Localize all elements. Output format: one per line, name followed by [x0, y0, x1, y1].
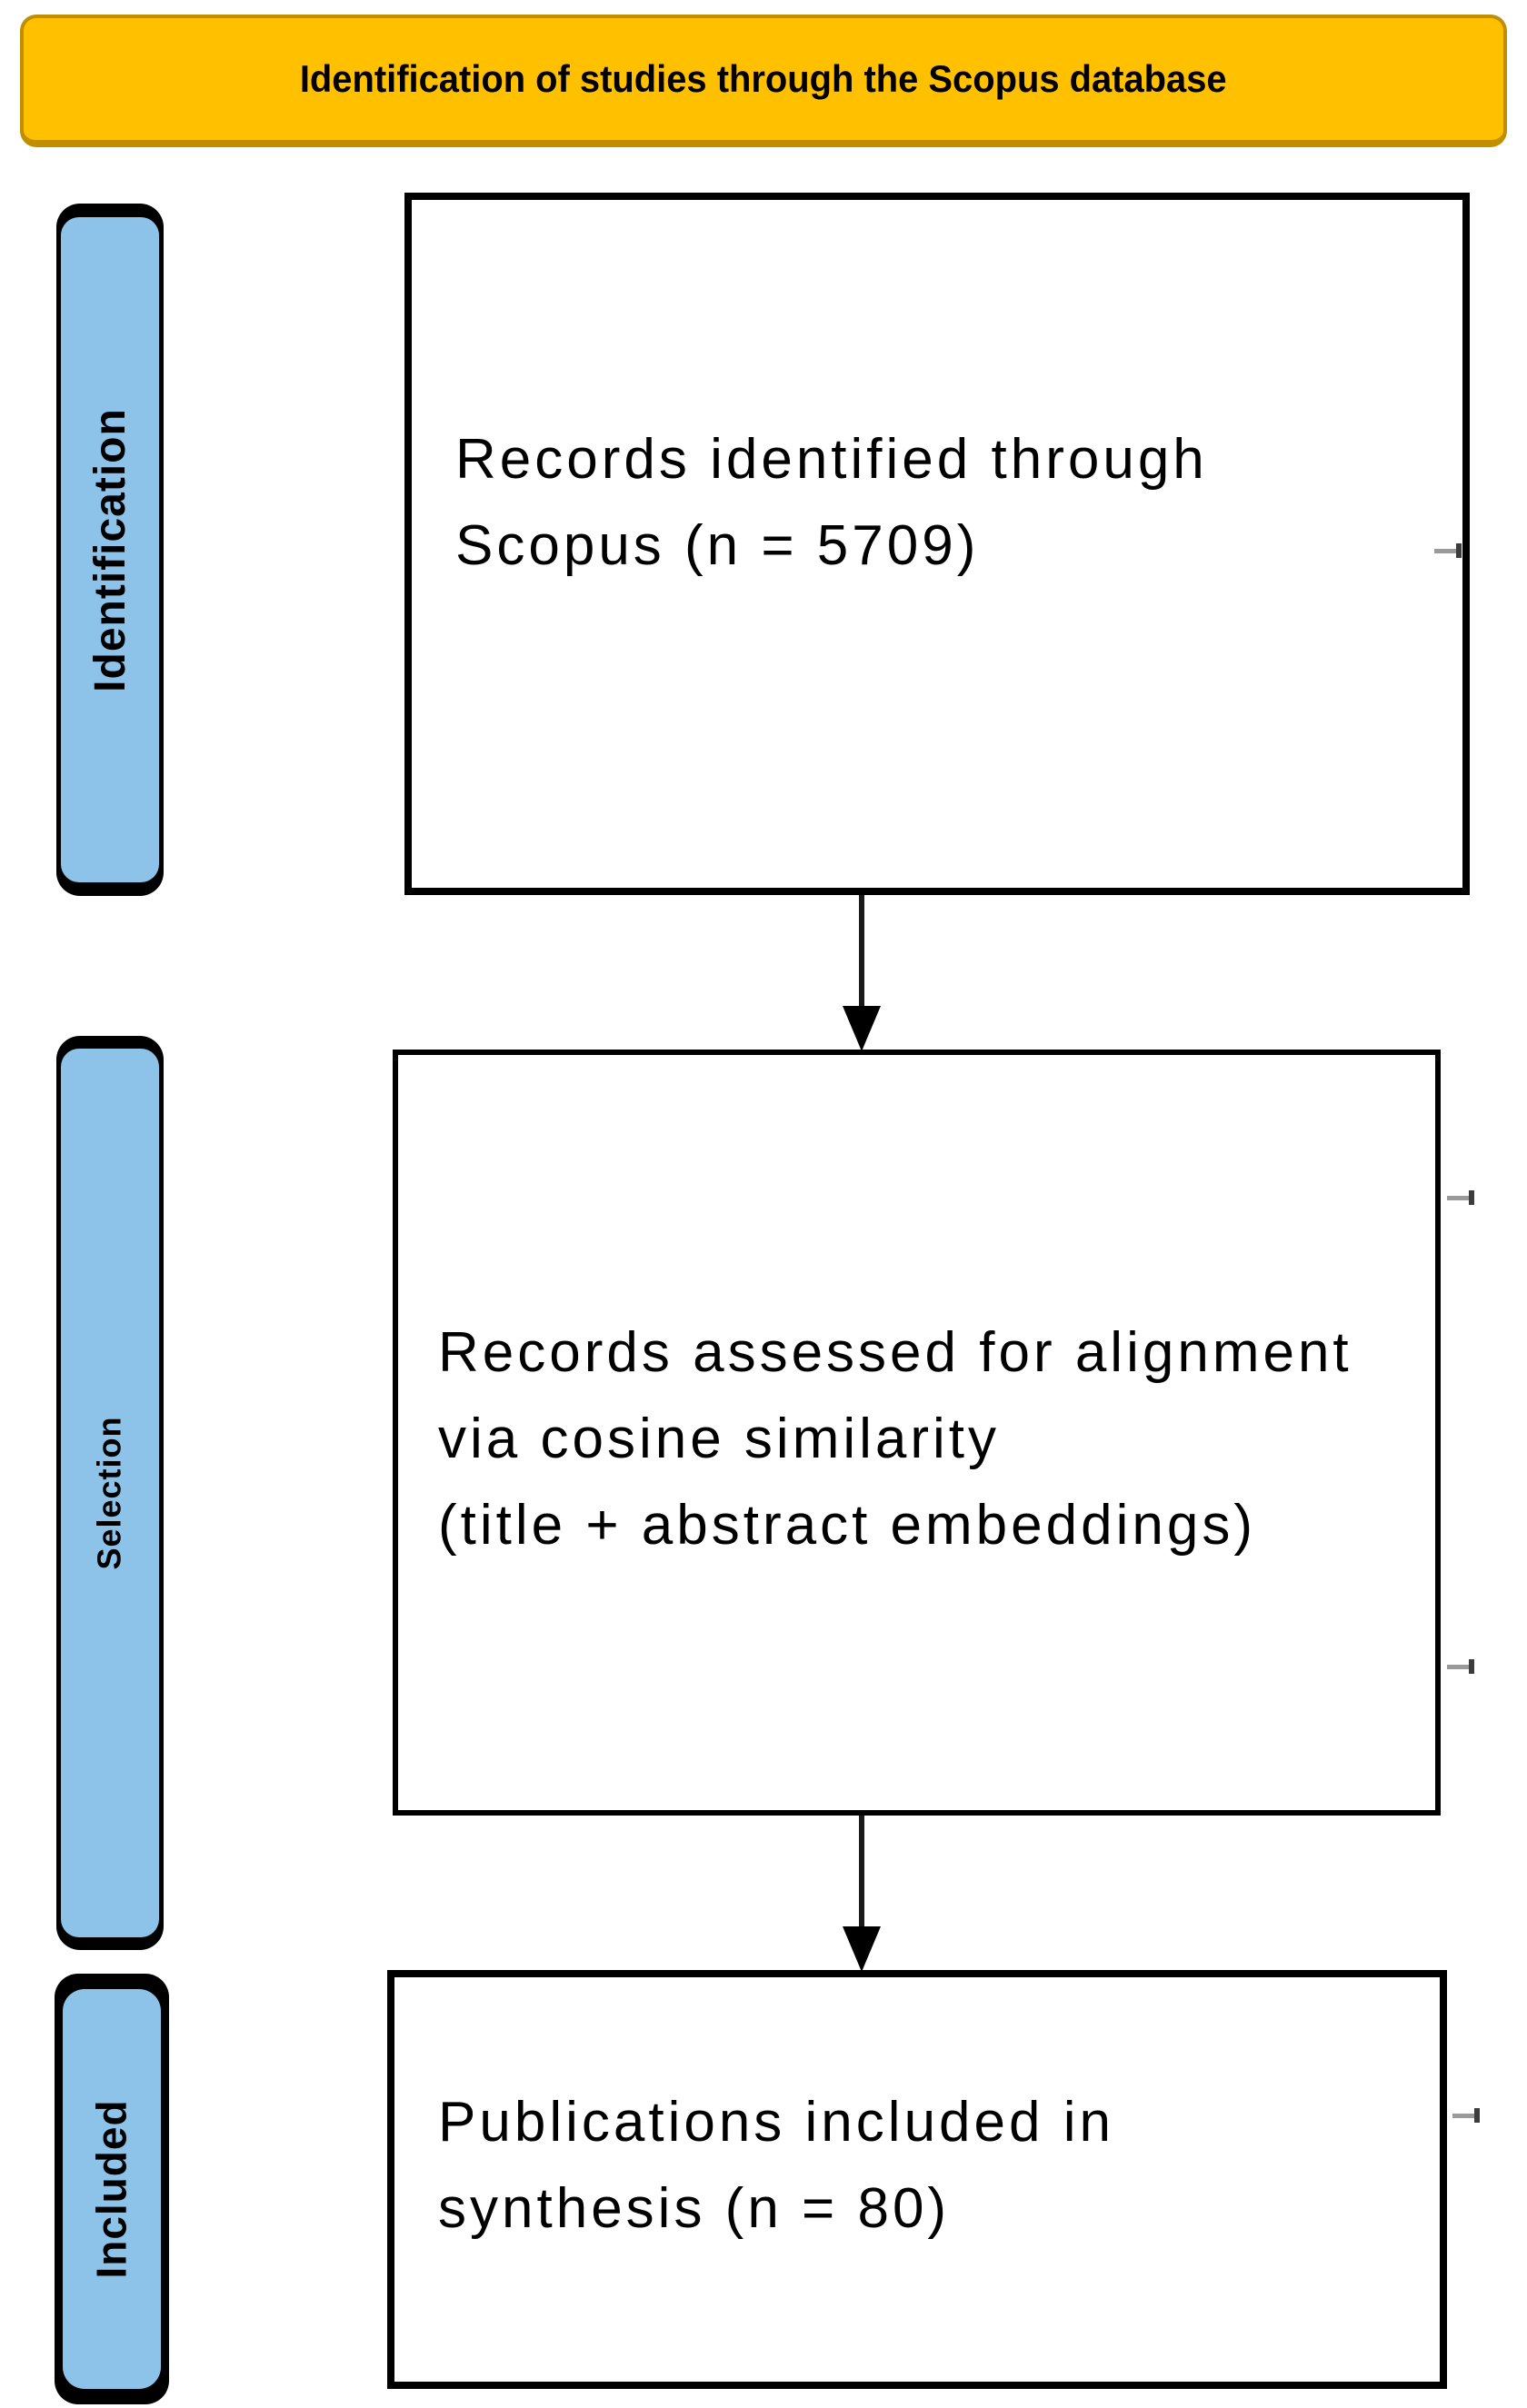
flow-box-records-assessed-line-3: (title + abstract embeddings): [438, 1494, 1256, 1557]
stage-label-included-text: Included: [88, 2099, 135, 2279]
anchor-mark-bar: [1447, 1665, 1469, 1669]
arrow-head-icon: [843, 1006, 881, 1051]
flow-box-records-assessed: Records assessed for alignment via cosin…: [393, 1050, 1441, 1816]
flow-box-records-identified-line-1: Records identified through: [455, 428, 1208, 491]
arrow-assessed-to-included: [842, 1816, 882, 1972]
flow-box-publications-included: Publications included in synthesis (n = …: [387, 1970, 1447, 2389]
anchor-mark-icon: [1434, 543, 1462, 558]
flow-box-publications-included-line-1: Publications included in: [438, 2091, 1114, 2154]
anchor-mark-nub: [1474, 2108, 1480, 2123]
stage-label-selection-body: Selection: [61, 1049, 159, 1937]
anchor-mark-icon: [1447, 1190, 1474, 1205]
header-title: Identification of studies through the Sc…: [300, 57, 1227, 100]
header-banner: Identification of studies through the Sc…: [20, 15, 1507, 147]
anchor-mark-nub: [1469, 1659, 1474, 1674]
flow-box-records-identified: Records identified through Scopus (n = 5…: [404, 193, 1470, 895]
anchor-mark-icon: [1452, 2108, 1480, 2123]
anchor-mark-bar: [1452, 2114, 1474, 2118]
anchor-mark-bar: [1447, 1196, 1469, 1200]
flow-box-records-assessed-line-2: via cosine similarity: [438, 1408, 1001, 1470]
flow-box-publications-included-line-2: synthesis (n = 80): [438, 2177, 951, 2240]
flow-box-records-assessed-line-1: Records assessed for alignment: [438, 1321, 1352, 1384]
anchor-mark-bar: [1434, 549, 1456, 553]
arrow-shaft: [859, 895, 864, 1013]
anchor-mark-nub: [1456, 543, 1462, 558]
arrow-records-to-assessed: [842, 895, 882, 1051]
stage-label-identification: Identification: [56, 204, 164, 896]
stage-label-selection: Selection: [56, 1036, 164, 1950]
arrow-head-icon: [843, 1926, 881, 1972]
arrow-shaft: [859, 1816, 864, 1934]
anchor-mark-nub: [1469, 1190, 1474, 1205]
anchor-mark-icon: [1447, 1659, 1474, 1674]
stage-label-identification-text: Identification: [85, 407, 135, 692]
stage-label-included-body: Included: [63, 1989, 161, 2389]
stage-label-selection-text: Selection: [91, 1416, 128, 1570]
stage-label-identification-body: Identification: [61, 217, 159, 882]
stage-label-included: Included: [55, 1974, 169, 2404]
flow-box-records-identified-line-2: Scopus (n = 5709): [455, 514, 980, 577]
